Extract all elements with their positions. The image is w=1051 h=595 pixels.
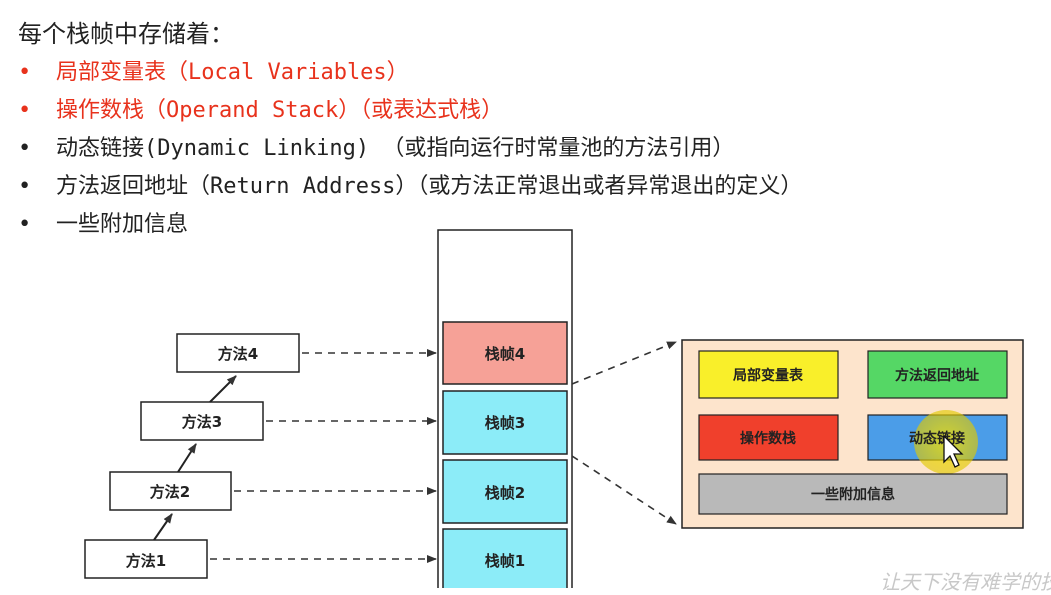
mouse-pointer-icon (943, 434, 964, 468)
method-rect (84, 539, 208, 579)
frame-box (442, 390, 568, 455)
detail-extra-info: 一些附加信息 (698, 473, 1008, 515)
bullet-return-address: • 方法返回地址（Return Address）（或方法正常退出或者异常退出的定义… (18, 168, 802, 206)
bullet-text: 操作数栈（Operand Stack）（或表达式栈） (56, 98, 504, 123)
bullet-text: 动态链接(Dynamic Linking) （或指向运行时常量池的方法引用） (56, 136, 735, 161)
method-rect (109, 471, 232, 511)
zoom-arrow-bottom (571, 455, 677, 525)
bullet-operand-stack: • 操作数栈（Operand Stack）（或表达式栈） (18, 92, 802, 130)
bullet-dot: • (18, 98, 32, 123)
bullet-dot: • (18, 212, 32, 237)
bullet-dot: • (18, 60, 32, 85)
frame-label: 栈帧2 (485, 484, 525, 502)
detail-label: 一些附加信息 (811, 486, 895, 503)
method-box-2: 方法2 (109, 471, 232, 511)
detail-return-address: 方法返回地址 (867, 350, 1008, 399)
detail-box (698, 350, 839, 399)
detail-label: 动态链接 (909, 430, 965, 447)
method-label: 方法1 (126, 552, 166, 570)
method-label: 方法4 (218, 345, 258, 363)
detail-box (698, 473, 1008, 515)
frame-label: 栈帧1 (485, 552, 525, 570)
method-rect (140, 401, 264, 441)
bullet-dynamic-linking: • 动态链接(Dynamic Linking) （或指向运行时常量池的方法引用） (18, 130, 802, 168)
watermark: 让天下没有难学的技术 (880, 570, 1051, 594)
detail-dynamic-linking: 动态链接 (867, 410, 1008, 474)
detail-label: 方法返回地址 (895, 367, 979, 384)
stack-frame-1: 栈帧1 (442, 528, 568, 588)
stack-frame-4: 栈帧4 (442, 321, 568, 385)
bullet-text: 方法返回地址（Return Address）（或方法正常退出或者异常退出的定义） (56, 174, 803, 199)
detail-label: 局部变量表 (733, 367, 804, 384)
detail-operand-stack: 操作数栈 (698, 414, 839, 461)
bullet-extra-info: • 一些附加信息 (18, 206, 802, 244)
method-box-4: 方法4 (176, 333, 300, 373)
frame-label: 栈帧4 (485, 345, 525, 363)
call-arrow-3-4 (209, 375, 237, 403)
bullet-local-variables: • 局部变量表（Local Variables） (18, 54, 802, 92)
method-box-1: 方法1 (84, 539, 208, 579)
method-rect (176, 333, 300, 373)
detail-label: 操作数栈 (740, 430, 796, 447)
bullet-text: 一些附加信息 (56, 212, 189, 237)
call-arrow-1-2 (153, 513, 173, 541)
bullet-list: • 局部变量表（Local Variables） • 操作数栈（Operand St… (18, 54, 802, 244)
detail-box (867, 350, 1008, 399)
bullet-text: 局部变量表（Local Variables） (56, 60, 409, 85)
method-label: 方法2 (150, 483, 190, 501)
detail-box (698, 414, 839, 461)
frame-label: 栈帧3 (485, 414, 525, 432)
method-box-3: 方法3 (140, 401, 264, 441)
call-arrow-2-3 (177, 443, 197, 473)
frame-box (442, 459, 568, 524)
stack-frame-2: 栈帧2 (442, 459, 568, 524)
frame-box (442, 321, 568, 385)
detail-local-variables: 局部变量表 (698, 350, 839, 399)
frame-box (442, 528, 568, 588)
zoom-arrow-top (571, 341, 677, 385)
slide-title: 每个栈帧中存储着： (18, 20, 234, 48)
stack-frame-3: 栈帧3 (442, 390, 568, 455)
method-label: 方法3 (182, 413, 222, 431)
bullet-dot: • (18, 136, 32, 161)
bullet-dot: • (18, 174, 32, 199)
